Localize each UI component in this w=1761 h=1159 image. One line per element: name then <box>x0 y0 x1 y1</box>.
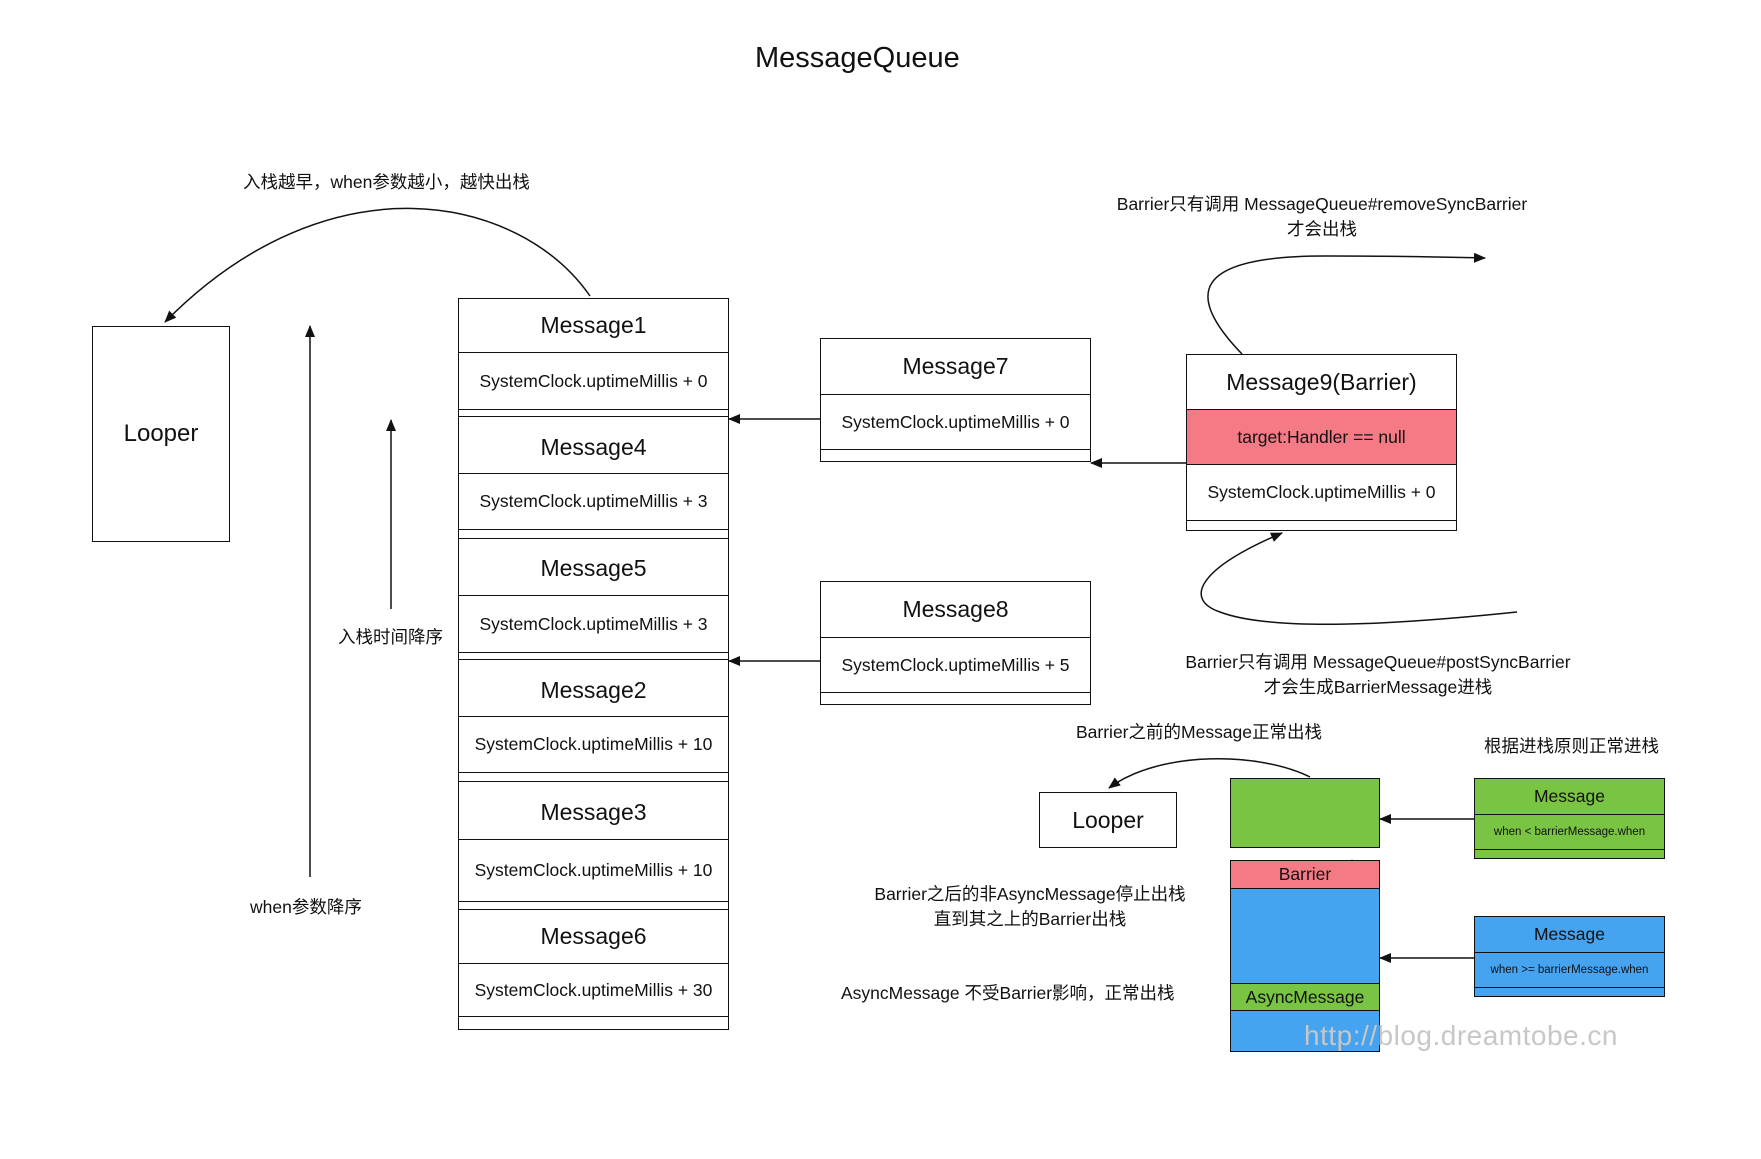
watermark: http://blog.dreamtobe.cn <box>1304 1020 1618 1051</box>
looper-label: Looper <box>123 420 199 447</box>
async-cell: AsyncMessage <box>1231 983 1379 1011</box>
message7-name: Message7 <box>821 339 1090 395</box>
async-note: AsyncMessage 不受Barrier影响，正常出栈 <box>841 983 1175 1003</box>
pop-order-note: 入栈越早，when参数越小，越快出栈 <box>243 172 530 192</box>
blue-message-name: Message <box>1475 917 1664 953</box>
stack-divider <box>459 538 728 539</box>
stack-message-when: SystemClock.uptimeMillis + 0 <box>459 353 728 410</box>
green-message-cond: when < barrierMessage.when <box>1475 814 1664 850</box>
push-time-note: 入栈时间降序 <box>338 627 443 647</box>
post-barrier-curve <box>1200 532 1518 625</box>
message9-target: target:Handler == null <box>1187 410 1456 465</box>
message7-when: SystemClock.uptimeMillis + 0 <box>821 395 1090 450</box>
stack-divider <box>459 909 728 910</box>
post-barrier-note: Barrier只有调用 MessageQueue#postSyncBarrier… <box>1168 650 1588 700</box>
message-stack: Message1 SystemClock.uptimeMillis + 0 Me… <box>458 298 729 1030</box>
blue-message-box: Message when >= barrierMessage.when <box>1474 916 1665 997</box>
stack-divider <box>459 781 728 782</box>
stack-message-name: Message6 <box>459 910 728 964</box>
before-barrier-note: Barrier之前的Message正常出栈 <box>1076 722 1323 742</box>
message9-barrier-box: Message9(Barrier) target:Handler == null… <box>1186 354 1457 531</box>
stack-message-when: SystemClock.uptimeMillis + 30 <box>459 964 728 1017</box>
message7-box: Message7 SystemClock.uptimeMillis + 0 <box>820 338 1091 462</box>
green-message-name: Message <box>1475 779 1664 815</box>
blue-message-cond: when >= barrierMessage.when <box>1475 952 1664 988</box>
stack-message-name: Message2 <box>459 664 728 717</box>
before-barrier-curve <box>1108 758 1311 789</box>
stack-message-name: Message4 <box>459 421 728 474</box>
green-pending-box <box>1230 778 1380 848</box>
green-message-box: Message when < barrierMessage.when <box>1474 778 1665 859</box>
after-barrier-line2: 直到其之上的Barrier出栈 <box>933 909 1127 929</box>
looper-box: Looper <box>92 326 230 542</box>
stack-message-name: Message1 <box>459 299 728 353</box>
after-barrier-note: Barrier之后的非AsyncMessage停止出栈 直到其之上的Barrie… <box>840 882 1220 932</box>
push-rule-note: 根据进栈原则正常进栈 <box>1484 736 1659 756</box>
after-barrier-line1: Barrier之后的非AsyncMessage停止出栈 <box>874 884 1186 904</box>
async-cell-label: AsyncMessage <box>1245 986 1365 1007</box>
small-looper-label: Looper <box>1072 806 1144 833</box>
when-desc-note: when参数降序 <box>250 897 362 917</box>
remove-barrier-line2: 才会出栈 <box>1287 219 1357 239</box>
small-looper-box: Looper <box>1039 792 1177 848</box>
stack-message-name: Message5 <box>459 542 728 596</box>
lower-stack: Barrier AsyncMessage <box>1230 860 1380 1052</box>
message9-name: Message9(Barrier) <box>1187 355 1456 410</box>
stack-message-name: Message3 <box>459 786 728 840</box>
message8-when: SystemClock.uptimeMillis + 5 <box>821 638 1090 693</box>
stack-message-when: SystemClock.uptimeMillis + 10 <box>459 840 728 902</box>
stack-message-when: SystemClock.uptimeMillis + 10 <box>459 717 728 773</box>
stack-divider <box>459 659 728 660</box>
page-title: MessageQueue <box>755 42 960 74</box>
barrier-cell-label: Barrier <box>1278 864 1332 884</box>
pop-curve-arrow <box>164 207 591 323</box>
stack-message-when: SystemClock.uptimeMillis + 3 <box>459 596 728 653</box>
stack-message-when: SystemClock.uptimeMillis + 3 <box>459 474 728 530</box>
barrier-cell: Barrier <box>1231 861 1379 889</box>
remove-barrier-curve <box>1207 252 1486 355</box>
message9-when: SystemClock.uptimeMillis + 0 <box>1187 465 1456 521</box>
message8-name: Message8 <box>821 582 1090 638</box>
stack-divider <box>459 416 728 417</box>
message8-box: Message8 SystemClock.uptimeMillis + 5 <box>820 581 1091 705</box>
remove-barrier-line1: Barrier只有调用 MessageQueue#removeSyncBarri… <box>1116 194 1528 214</box>
remove-barrier-note: Barrier只有调用 MessageQueue#removeSyncBarri… <box>1107 192 1537 242</box>
post-barrier-line1: Barrier只有调用 MessageQueue#postSyncBarrier <box>1185 652 1571 672</box>
post-barrier-line2: 才会生成BarrierMessage进栈 <box>1263 677 1493 697</box>
